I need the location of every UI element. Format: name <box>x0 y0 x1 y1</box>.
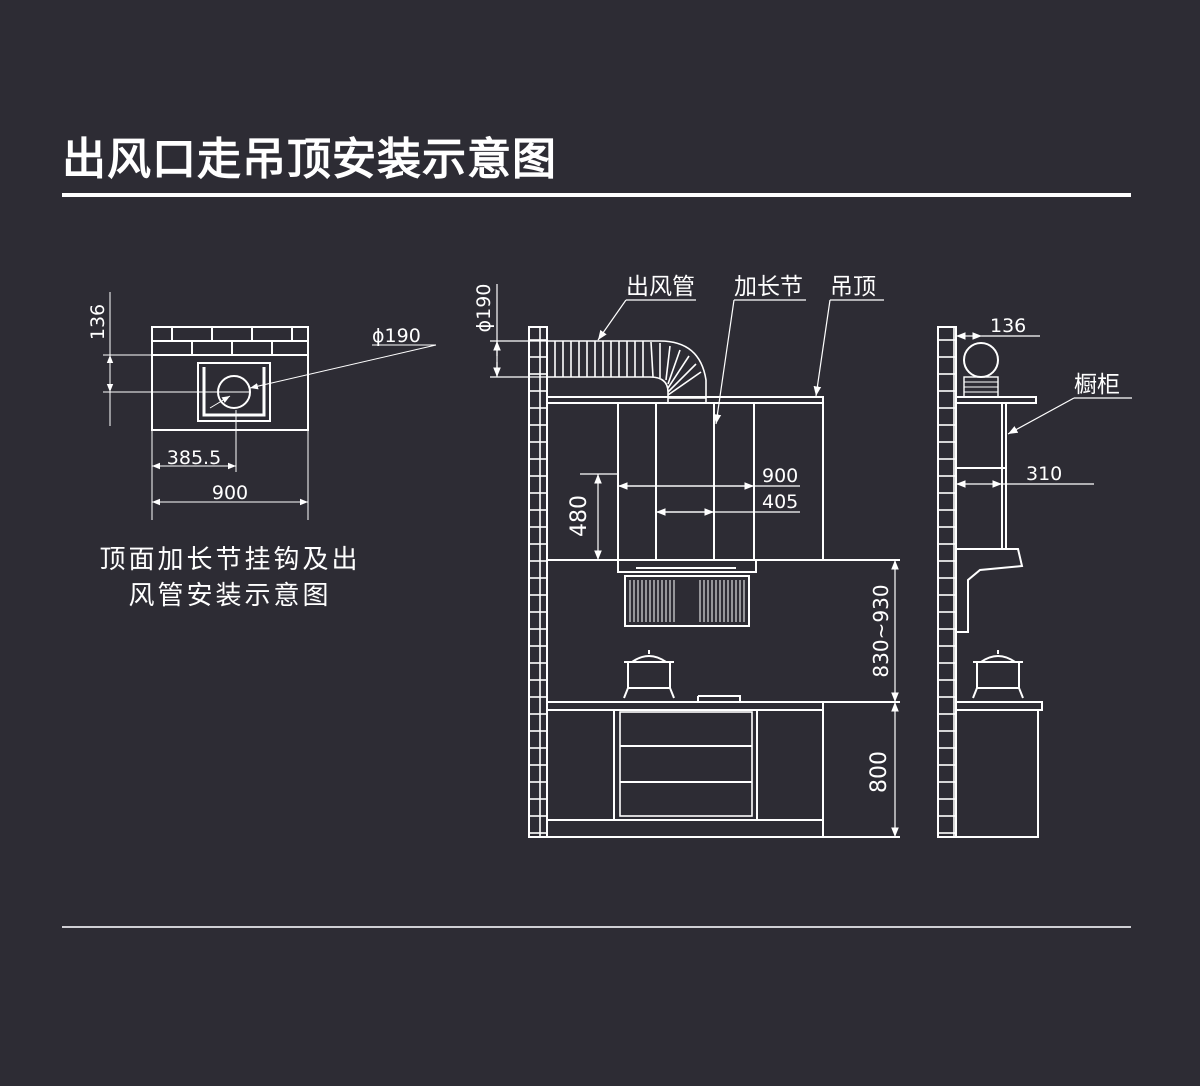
top-view-dim-136: 136 <box>87 304 109 340</box>
label-ceiling: 吊顶 <box>830 274 876 300</box>
label-extension-section: 加长节 <box>734 274 803 300</box>
side-view-pot <box>972 650 1024 699</box>
side-view <box>937 326 1132 838</box>
front-view-dim-phi190: ϕ190 <box>473 284 495 333</box>
side-view-base-cabinet <box>955 701 1043 711</box>
label-kitchen-cabinet: 橱柜 <box>1074 372 1120 398</box>
side-view-range-hood <box>956 548 1024 633</box>
top-view <box>103 292 437 520</box>
top-view-outline <box>151 326 309 431</box>
cooking-pot <box>623 650 675 699</box>
caption-line-2: 风管安装示意图 <box>128 581 332 611</box>
top-view-brick-wall <box>151 326 309 356</box>
side-view-dim-310: 310 <box>1026 463 1062 485</box>
footer-divider <box>62 926 1131 928</box>
range-hood <box>617 560 757 627</box>
exhaust-duct <box>547 340 707 402</box>
top-view-dim-385-5: 385.5 <box>167 447 221 469</box>
side-view-brick-wall <box>937 326 957 838</box>
base-cabinets <box>546 701 824 838</box>
front-view-dim-830-930: 830~930 <box>869 584 893 677</box>
front-view <box>490 284 900 838</box>
side-view-dim-136: 136 <box>990 315 1026 337</box>
label-exhaust-duct: 出风管 <box>626 274 695 300</box>
title-underline <box>62 193 1131 197</box>
front-view-dim-900: 900 <box>762 465 798 487</box>
side-view-duct <box>963 342 999 398</box>
top-view-dim-phi190: ϕ190 <box>372 325 421 347</box>
front-view-brick-wall <box>528 326 548 838</box>
top-view-dim-900: 900 <box>212 482 248 504</box>
page-title: 出风口走吊顶安装示意图 <box>62 134 557 185</box>
front-view-dim-800: 800 <box>867 751 892 793</box>
caption-line-1: 顶面加长节挂钩及出 <box>99 545 361 575</box>
front-view-dim-405: 405 <box>762 491 798 513</box>
front-view-dim-480: 480 <box>567 495 592 537</box>
side-view-upper-cabinet <box>955 402 1007 550</box>
top-view-caption: 顶面加长节挂钩及出 风管安装示意图 <box>70 542 390 614</box>
